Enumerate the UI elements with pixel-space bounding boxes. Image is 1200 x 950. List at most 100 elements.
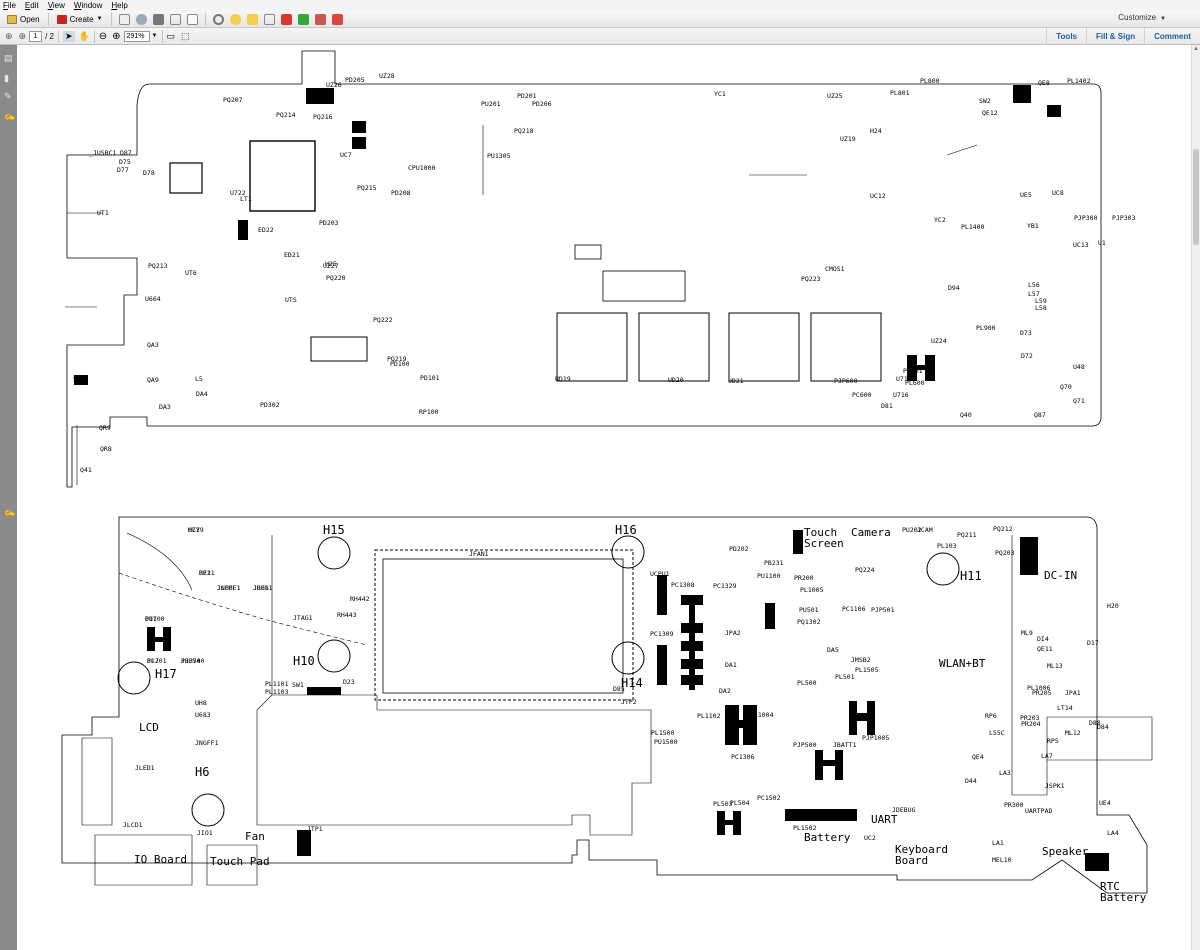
component-label: UC8 — [1052, 189, 1064, 197]
cloud-upload-icon[interactable] — [135, 13, 147, 25]
toolbar-divider — [93, 29, 95, 43]
component-label: PQ215 — [357, 184, 377, 192]
mail-icon[interactable] — [186, 13, 198, 25]
board-region-label: Fan — [245, 830, 265, 843]
signatures-icon[interactable]: ✍ — [4, 111, 16, 121]
component-label: JTP2 — [621, 698, 637, 706]
zoom-in-icon[interactable]: ⊕ — [112, 30, 121, 42]
board-region-label: Camera — [851, 526, 891, 539]
component-label: Q87 — [1034, 411, 1046, 419]
component-label: PJP501 — [871, 606, 895, 614]
fit-page-icon[interactable]: ▭ — [166, 30, 176, 41]
board-region-label: Screen — [804, 537, 844, 550]
component-label: PB231 — [764, 559, 784, 567]
screw-hole-label: H16 — [615, 523, 637, 537]
highlight-icon[interactable] — [246, 13, 258, 25]
save-icon[interactable] — [118, 13, 130, 25]
component-label: PJP700 — [181, 657, 205, 665]
chevron-down-icon: ▼ — [1160, 16, 1166, 22]
component-label: D88 — [1089, 719, 1101, 727]
sign-icon[interactable] — [263, 13, 275, 25]
component-label: PQ203 — [995, 549, 1015, 557]
scrollbar-thumb[interactable] — [1193, 149, 1199, 245]
zoom-level-input[interactable]: 291% — [123, 30, 150, 42]
cpu-inner — [382, 558, 624, 694]
menu-help[interactable]: Help — [111, 1, 128, 10]
component-label: PL501 — [835, 673, 855, 681]
component-label: PD205 — [345, 76, 365, 84]
component-label: PD302 — [260, 401, 280, 409]
connector-block — [574, 244, 602, 260]
open-button[interactable]: Open — [3, 12, 44, 26]
scroll-up-icon[interactable]: ▲ — [1193, 46, 1199, 52]
attachments-icon[interactable]: ✎ — [4, 91, 12, 101]
print-icon[interactable] — [152, 13, 164, 25]
board-region-label: Battery — [804, 831, 851, 844]
full-screen-icon[interactable]: ⬚ — [181, 30, 190, 41]
cpu-outline — [374, 549, 634, 701]
component-label: DA4 — [196, 390, 208, 398]
component-label: PC1306 — [731, 753, 755, 761]
hand-tool-icon[interactable]: ✋ — [78, 30, 90, 41]
memory-chip — [728, 312, 800, 382]
component-label: PQ216 — [313, 113, 333, 121]
component-label: UC7 — [340, 151, 352, 159]
comment-icon[interactable] — [229, 13, 241, 25]
next-page-icon[interactable]: ⊕ — [18, 30, 27, 41]
component-label: PL801 — [890, 89, 910, 97]
tools-link[interactable]: Tools — [1046, 28, 1086, 45]
menu-view[interactable]: View — [47, 1, 65, 10]
menu-file[interactable]: File — [3, 1, 16, 10]
component-label: ED22 — [258, 226, 274, 234]
customize-menu[interactable]: Customize▼ — [1118, 13, 1166, 22]
component-label: D84 — [1097, 723, 1109, 731]
connector-block — [310, 336, 368, 362]
menu-edit[interactable]: Edit — [24, 1, 39, 10]
redact-icon[interactable] — [331, 13, 343, 25]
component-label: JNGFF1 — [195, 739, 219, 747]
component-label: YC1 — [714, 90, 726, 98]
component-label: PC1308 — [671, 581, 695, 589]
zoom-out-icon[interactable]: ⊖ — [98, 30, 108, 42]
comment-link[interactable]: Comment — [1144, 28, 1200, 45]
pch-chip — [249, 140, 316, 212]
bookmarks-icon[interactable]: ▮ — [4, 73, 9, 83]
component-label: SW3 — [73, 375, 85, 383]
component-label: PQ211 — [957, 531, 977, 539]
component-label: D72 — [1021, 352, 1033, 360]
component-label: RH442 — [350, 595, 370, 603]
edit-icon[interactable] — [169, 13, 181, 25]
select-tool-icon[interactable]: ➤ — [63, 30, 75, 42]
page-thumbnails-icon[interactable]: ▤ — [4, 53, 13, 63]
component-label: PJP600 — [834, 377, 858, 385]
fill-sign-link[interactable]: Fill & Sign — [1086, 28, 1144, 45]
component-label: QE12 — [982, 109, 998, 117]
chevron-down-icon[interactable]: ▼ — [151, 33, 158, 39]
component-label: PQ222 — [373, 316, 393, 324]
layers-icon[interactable]: ✍ — [4, 507, 16, 517]
menu-window[interactable]: Window — [73, 1, 103, 10]
component-label: YC2 — [934, 216, 946, 224]
page-number-input[interactable]: 1 — [29, 30, 43, 42]
create-button[interactable]: Create ▼ — [53, 12, 107, 26]
board-region-label: Touch — [804, 526, 837, 539]
component-label: JRF1 — [253, 584, 269, 592]
component-label: L56 — [1028, 281, 1040, 289]
component-label: QR8 — [100, 445, 112, 453]
component-label: PD206 — [532, 100, 552, 108]
component-label: PL600 — [905, 379, 925, 387]
previous-page-icon[interactable]: ⊕ — [5, 30, 13, 41]
component-label: JBBS4 — [181, 657, 201, 665]
vertical-scrollbar[interactable]: ▲ — [1191, 45, 1200, 950]
extract-icon[interactable] — [297, 13, 309, 25]
delete-page-icon[interactable] — [280, 13, 292, 25]
component-label: UT6 — [185, 269, 197, 277]
component-label: UD20 — [668, 376, 684, 384]
replace-icon[interactable] — [314, 13, 326, 25]
component-label: DE11 — [199, 569, 215, 577]
gear-icon[interactable] — [212, 13, 224, 25]
